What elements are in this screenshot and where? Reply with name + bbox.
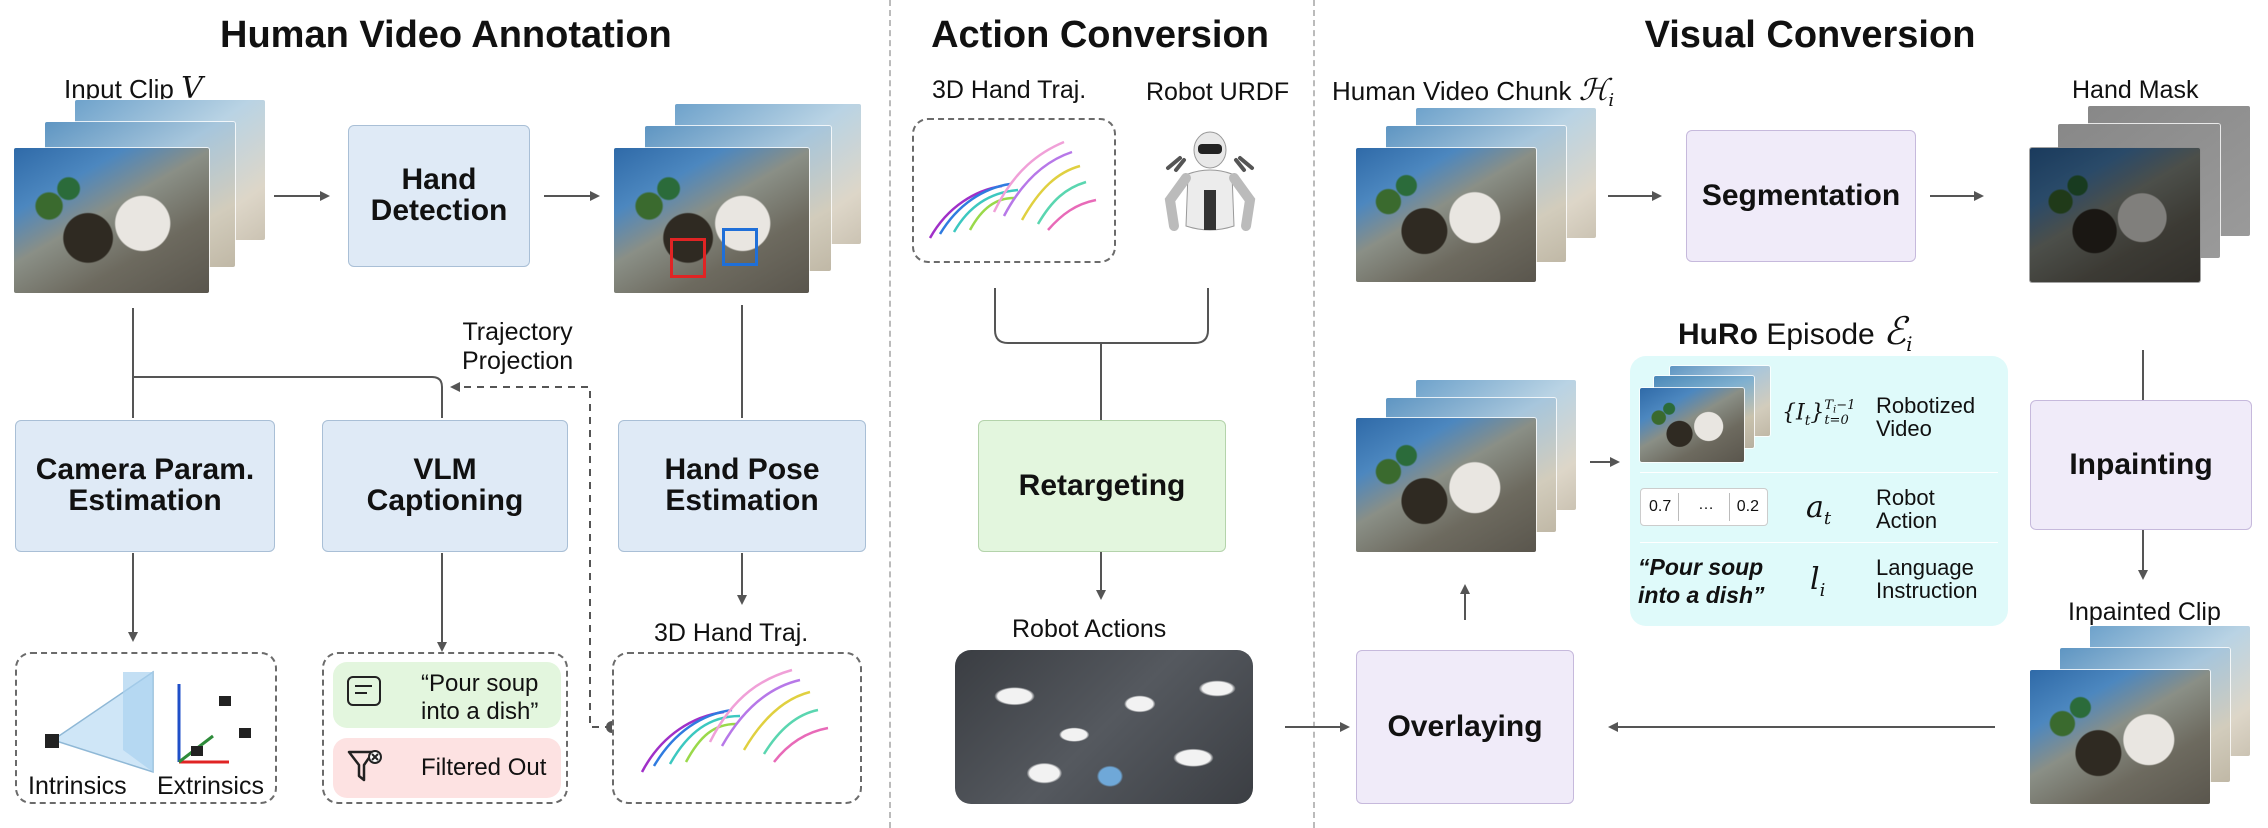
hand-mask-label: Hand Mask [2072, 76, 2199, 104]
camera-params-panel: Intrinsics Extrinsics [15, 652, 277, 804]
episode-var: ℰ [1883, 309, 1907, 353]
intrinsics-label: Intrinsics [28, 772, 127, 800]
inpainting-box: Inpainting [2030, 400, 2252, 530]
line-branch-to-vlm [133, 376, 443, 418]
caption-chip: “Pour soup into a dish” [333, 662, 561, 728]
inpainted-clip-label: Inpainted Clip [2068, 598, 2221, 626]
action-value-0: 0.7 [1649, 498, 1672, 515]
episode-title: HuRo Episode ℰi [1678, 312, 1913, 354]
episode-title-text: Episode [1766, 318, 1875, 351]
action-values-strip: 0.7 … 0.2 [1640, 488, 1768, 526]
segmentation-box: Segmentation [1686, 130, 1916, 262]
section-title-action-conversion: Action Conversion [931, 14, 1269, 56]
caption-panel: “Pour soup into a dish” Filtered Out [322, 652, 568, 804]
chunk-frame-1 [1356, 148, 1536, 282]
robot-figure-icon [1160, 130, 1260, 246]
episode-divider-1 [1640, 472, 1998, 473]
input-clip-frame-1 [14, 148, 209, 293]
arrow-trajectory-projection [450, 382, 612, 728]
inpainted-frame-1 [2030, 670, 2210, 804]
robot-urdf-label: Robot URDF [1146, 78, 1290, 106]
robot-actions-label: Robot Actions [1012, 615, 1167, 643]
language-instruction-symbol: li [1810, 562, 1826, 601]
action-value-last: 0.2 [1736, 498, 1759, 515]
hand-traj-bottom-illustration [640, 668, 829, 773]
camera-params-illustration [45, 670, 251, 774]
detected-frame-1 [614, 148, 809, 293]
human-video-chunk-label: Human Video Chunk ℋi [1332, 73, 1615, 112]
episode-divider-2 [1640, 542, 1998, 543]
filter-x-icon [347, 748, 383, 784]
camera-param-estimation-box: Camera Param.Estimation [15, 420, 275, 552]
hand-traj-top-label: 3D Hand Traj. [932, 76, 1087, 104]
hand-traj-bottom-label: 3D Hand Traj. [654, 619, 809, 647]
input-clip-label: Input Clip V [64, 71, 203, 106]
filtered-out-chip: Filtered Out [333, 738, 561, 798]
bbox-left-hand [670, 238, 706, 278]
line-merge-bracket [994, 288, 1209, 344]
episode-var-sub: i [1906, 332, 1913, 356]
hand-traj-top-panel [912, 118, 1116, 263]
robot-action-symbol: at [1806, 490, 1832, 529]
extrinsics-label: Extrinsics [157, 772, 264, 800]
action-value-ellipsis: … [1698, 496, 1714, 513]
section-title-human-video-annotation: Human Video Annotation [220, 14, 672, 56]
robotized-frame-1 [1356, 418, 1536, 552]
robot-actions-image [955, 650, 1253, 804]
retargeting-box: Retargeting [978, 420, 1226, 552]
caption-text-line-1: “Pour soup [421, 670, 539, 697]
bbox-right-hand [722, 228, 758, 266]
mask-frame-1 [2030, 148, 2200, 282]
hand-traj-bottom-panel [612, 652, 862, 804]
hand-traj-top-illustration [928, 140, 1097, 239]
overlaying-box: Overlaying [1356, 650, 1574, 804]
filtered-out-label: Filtered Out [421, 754, 547, 781]
trajectory-projection-label: Trajectory Projection [462, 318, 574, 375]
caption-text-line-2: into a dish” [421, 697, 539, 725]
episode-video-frame-1 [1640, 388, 1744, 462]
separator-left [889, 0, 891, 828]
episode-brand: HuRo [1678, 318, 1758, 351]
chat-icon [347, 676, 381, 706]
section-title-visual-conversion: Visual Conversion [1644, 14, 1976, 56]
separator-right [1313, 0, 1315, 828]
